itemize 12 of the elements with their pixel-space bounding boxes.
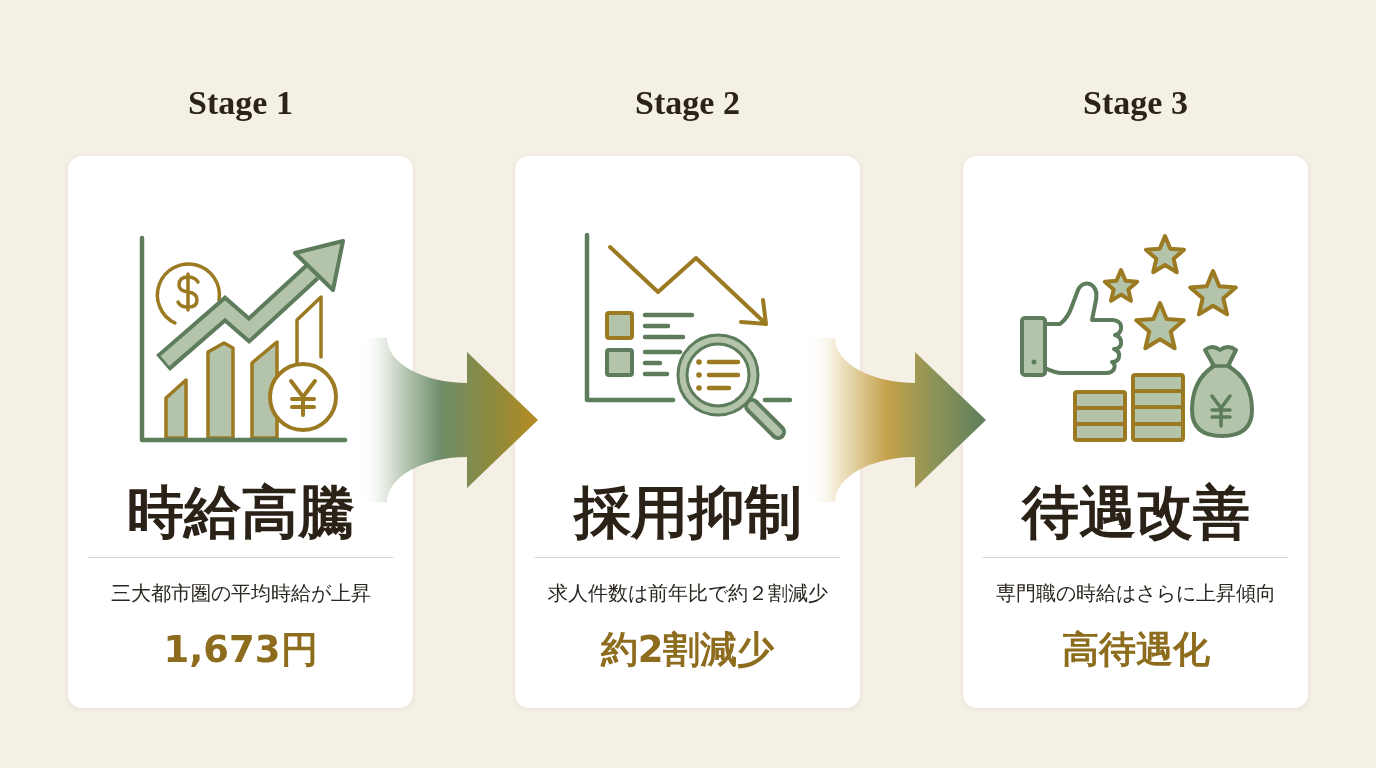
description: 求人件数は前年比で約２割減少: [547, 580, 828, 606]
highlight-value: 約2割減少: [600, 628, 775, 672]
description: 専門職の時給はさらに上昇傾向: [995, 580, 1276, 606]
stage-title: 時給高騰: [126, 479, 355, 545]
stage-heading: Stage 2: [635, 83, 740, 123]
stage-heading: Stage 1: [188, 83, 293, 123]
stage-title: 採用抑制: [573, 479, 802, 545]
highlight-value: 1,673円: [163, 628, 318, 672]
stage-heading: Stage 3: [1083, 83, 1188, 123]
highlight-value: 高待遇化: [1061, 628, 1210, 672]
stage-title: 待遇改善: [1021, 479, 1250, 545]
description: 三大都市圏の平均時給が上昇: [110, 580, 371, 606]
